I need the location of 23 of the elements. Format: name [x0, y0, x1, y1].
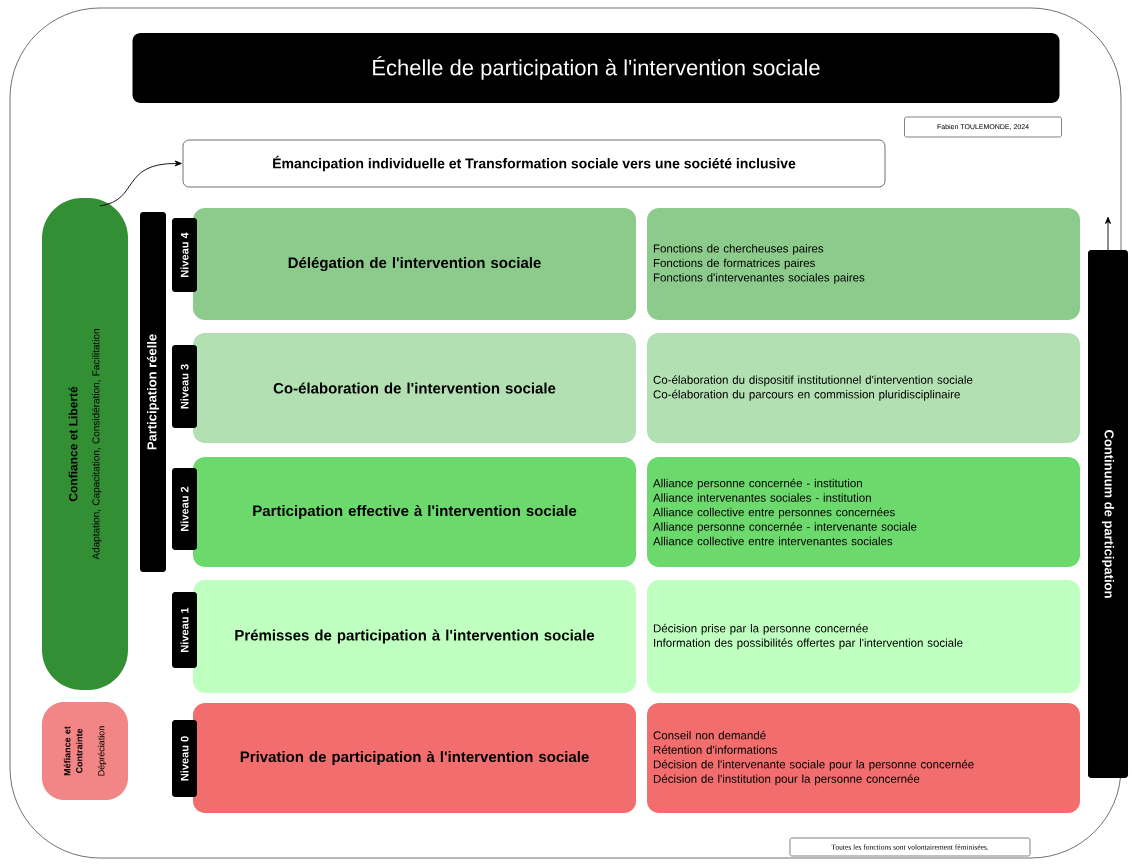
level-tag: Niveau 4	[172, 218, 197, 292]
arrow	[99, 160, 182, 207]
goal-box: Émancipation individuelle et Transformation sociale vers une société inclusive	[182, 139, 886, 188]
level-box: Prémisses de participation à l'intervention sociale	[193, 580, 636, 693]
description-box: Alliance personne concernée - institution Alliance intervenantes sociales - institution Alliance collective entre personnes concernées Alliance personne concernée - intervenante sociale Alliance collective entre intervenantes sociales	[647, 457, 1080, 567]
level-tag: Niveau 2	[172, 468, 197, 550]
cylinder: Confiance et Liberté Adaptation, Capacitation, Considération, Facilitation	[42, 198, 128, 690]
level-box: Co-élaboration de l'intervention sociale	[193, 333, 636, 443]
description-box: Conseil non demandé Rétention d'informations Décision de l'intervenante sociale pour la personne concernée Décision de l'institution pour la personne concernée	[647, 703, 1080, 813]
arrow	[1105, 216, 1111, 251]
level-box: Privation de participation à l'intervention sociale	[193, 703, 636, 813]
title-bar: Échelle de participation à l'intervention sociale	[132, 33, 1060, 103]
level-tag: Niveau 1	[172, 592, 197, 668]
description-box: Fonctions de chercheuses paires Fonctions de formatrices paires Fonctions d'intervenantes sociales paires	[647, 208, 1080, 320]
vertical-bar: Continuum de participation	[1088, 250, 1128, 778]
cylinder: Méfiance et Contrainte Dépréciation	[42, 702, 128, 800]
level-tag: Niveau 3	[172, 345, 197, 428]
level-box: Délégation de l'intervention sociale	[193, 208, 636, 320]
description-box: Co-élaboration du dispositif institutionnel d'intervention sociale Co-élaboration du parcours en commission pluridisciplinaire	[647, 333, 1080, 443]
vertical-bar: Participation réelle	[140, 212, 166, 572]
level-tag: Niveau 0	[172, 720, 197, 797]
description-box: Décision prise par la personne concernée Information des possibilités offertes par l'intervention sociale	[647, 580, 1080, 693]
level-box: Participation effective à l'intervention sociale	[193, 457, 636, 567]
